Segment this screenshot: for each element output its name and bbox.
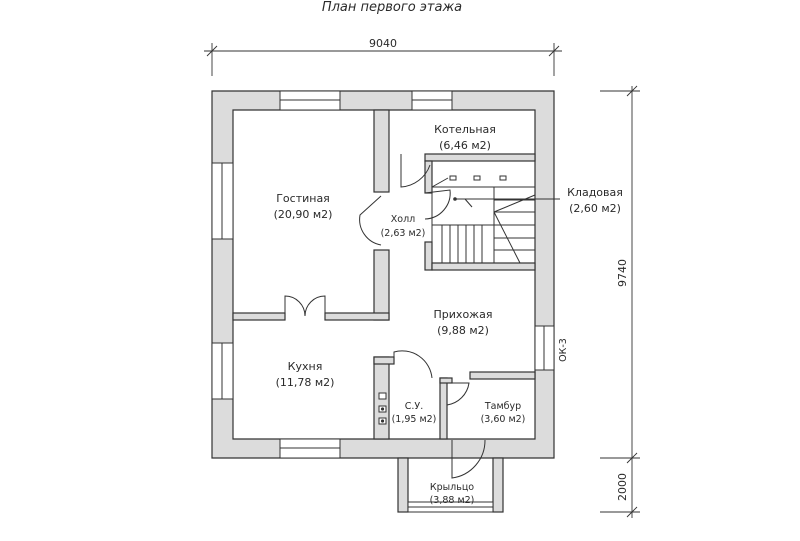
interior-walls <box>232 109 536 440</box>
room-entrance-area: (9,88 м2) <box>437 324 489 337</box>
dimension-porch: 2000 <box>616 473 629 501</box>
right-dimension: 9740 2000 <box>600 85 640 518</box>
doors <box>284 154 486 479</box>
top-dimension: 9040 <box>204 37 562 76</box>
door-wc <box>393 350 433 379</box>
room-porch-area: (3,88 м2) <box>430 495 475 506</box>
room-living-name: Гостиная <box>276 192 330 205</box>
room-living-area: (20,90 м2) <box>274 208 333 221</box>
porch <box>397 457 504 513</box>
room-storage-area: (2,60 м2) <box>569 202 621 215</box>
room-boiler-name: Котельная <box>434 123 496 136</box>
window-tag: ОК-3 <box>558 338 569 362</box>
room-labels: Гостиная (20,90 м2) Котельная (6,46 м2) … <box>274 123 623 506</box>
door-porch <box>451 439 486 479</box>
room-hall-area: (2,63 м2) <box>381 228 426 239</box>
door-vestibule <box>446 382 470 406</box>
room-boiler-area: (6,46 м2) <box>439 139 491 152</box>
stairs <box>431 175 536 264</box>
room-wc-name: С.У. <box>405 401 423 412</box>
plan-title: План первого этажа <box>322 0 462 15</box>
room-kitchen-name: Кухня <box>288 360 323 373</box>
room-kitchen-area: (11,78 м2) <box>276 376 335 389</box>
room-vestibule-name: Тамбур <box>484 401 521 412</box>
door-storage <box>424 189 451 220</box>
door-boiler <box>400 154 431 188</box>
room-hall-name: Холл <box>391 214 415 225</box>
door-hall-living <box>359 195 382 246</box>
room-porch-name: Крыльцо <box>430 482 474 493</box>
dimension-width: 9040 <box>369 37 397 50</box>
room-storage-name: Кладовая <box>567 186 623 199</box>
room-vestibule-area: (3,60 м2) <box>481 414 526 425</box>
door-living-kitchen <box>284 295 326 317</box>
wc-fixtures <box>378 392 387 425</box>
dimension-height: 9740 <box>616 259 629 287</box>
room-entrance-name: Прихожая <box>434 308 493 321</box>
windows <box>211 90 555 459</box>
room-wc-area: (1,95 м2) <box>392 414 437 425</box>
